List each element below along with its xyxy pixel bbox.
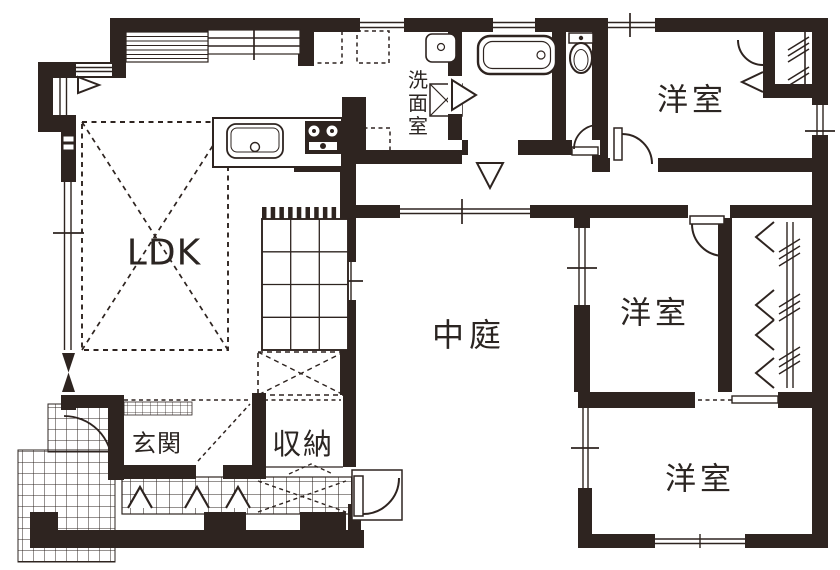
door-bedroom1 bbox=[610, 127, 658, 172]
sliding-door-bedroom3 bbox=[695, 392, 779, 408]
sanitary bbox=[425, 32, 594, 117]
toilet-icon bbox=[568, 32, 594, 74]
stove-icon bbox=[305, 121, 341, 154]
window-bedroom1-top bbox=[608, 13, 655, 37]
ceiling-dashed-outline bbox=[81, 121, 229, 351]
windows bbox=[53, 13, 835, 548]
room-label-entrance: 玄関 bbox=[132, 429, 182, 458]
front-door bbox=[351, 469, 403, 521]
window-bedroom3-bottom bbox=[655, 534, 745, 548]
kitchen-counter bbox=[212, 117, 343, 168]
washbasin-icon bbox=[425, 33, 457, 63]
window-bedroom3-left bbox=[571, 408, 599, 488]
window-left-long bbox=[53, 182, 84, 350]
walkway-chevrons bbox=[127, 484, 251, 509]
pillar-cross bbox=[61, 350, 76, 395]
window-bath-top bbox=[493, 18, 535, 32]
bathtub-icon bbox=[476, 34, 558, 76]
window-bedroom2-left bbox=[567, 228, 597, 305]
storage-dash-mark bbox=[288, 463, 334, 475]
door-ldk-terrace-marker bbox=[77, 75, 102, 95]
window-right-wall bbox=[805, 105, 835, 135]
step-diagonal bbox=[197, 403, 251, 462]
room-label-bedroom-middle-right: 洋室 bbox=[620, 295, 690, 332]
ldk-features bbox=[81, 30, 391, 396]
closets bbox=[754, 31, 810, 389]
appliance-dashed-boxes bbox=[311, 30, 391, 163]
window-left-small bbox=[62, 135, 75, 151]
closet-dashed-box bbox=[257, 351, 345, 396]
door-bedroom1-closet bbox=[737, 39, 764, 93]
door-hall-marker bbox=[468, 140, 518, 191]
door-toilet bbox=[571, 124, 600, 156]
doors bbox=[63, 39, 779, 521]
louver-deck-icon bbox=[125, 31, 209, 63]
walkin-closet-fold-doors bbox=[754, 221, 775, 389]
entrance-guides bbox=[124, 399, 347, 513]
room-label-bedroom-bottom-right: 洋室 bbox=[665, 461, 735, 498]
shelf-grid bbox=[261, 207, 350, 351]
room-label-ldk: LDK bbox=[126, 232, 202, 274]
door-bath-fold bbox=[448, 76, 478, 114]
room-label-washroom: 洗面室 bbox=[404, 69, 429, 139]
room-label-bedroom-top-right: 洋室 bbox=[657, 82, 727, 119]
window-ldk-top bbox=[207, 24, 301, 60]
door-bedroom2 bbox=[688, 205, 730, 257]
room-label-courtyard: 中庭 bbox=[431, 316, 507, 354]
closet-hanger-icon-bedroom1 bbox=[787, 31, 810, 87]
door-approach-gate bbox=[63, 415, 113, 465]
room-label-storage: 収納 bbox=[271, 427, 335, 461]
walkin-closet-hanger-icon bbox=[778, 222, 801, 388]
entrance-tile-strip bbox=[123, 401, 193, 416]
walkway-dashed-cross bbox=[257, 480, 347, 513]
window-bay-corner bbox=[53, 64, 112, 115]
kitchen-sink-icon bbox=[226, 123, 284, 159]
window-courtyard-top bbox=[400, 199, 530, 224]
window-washroom-top bbox=[360, 18, 404, 32]
